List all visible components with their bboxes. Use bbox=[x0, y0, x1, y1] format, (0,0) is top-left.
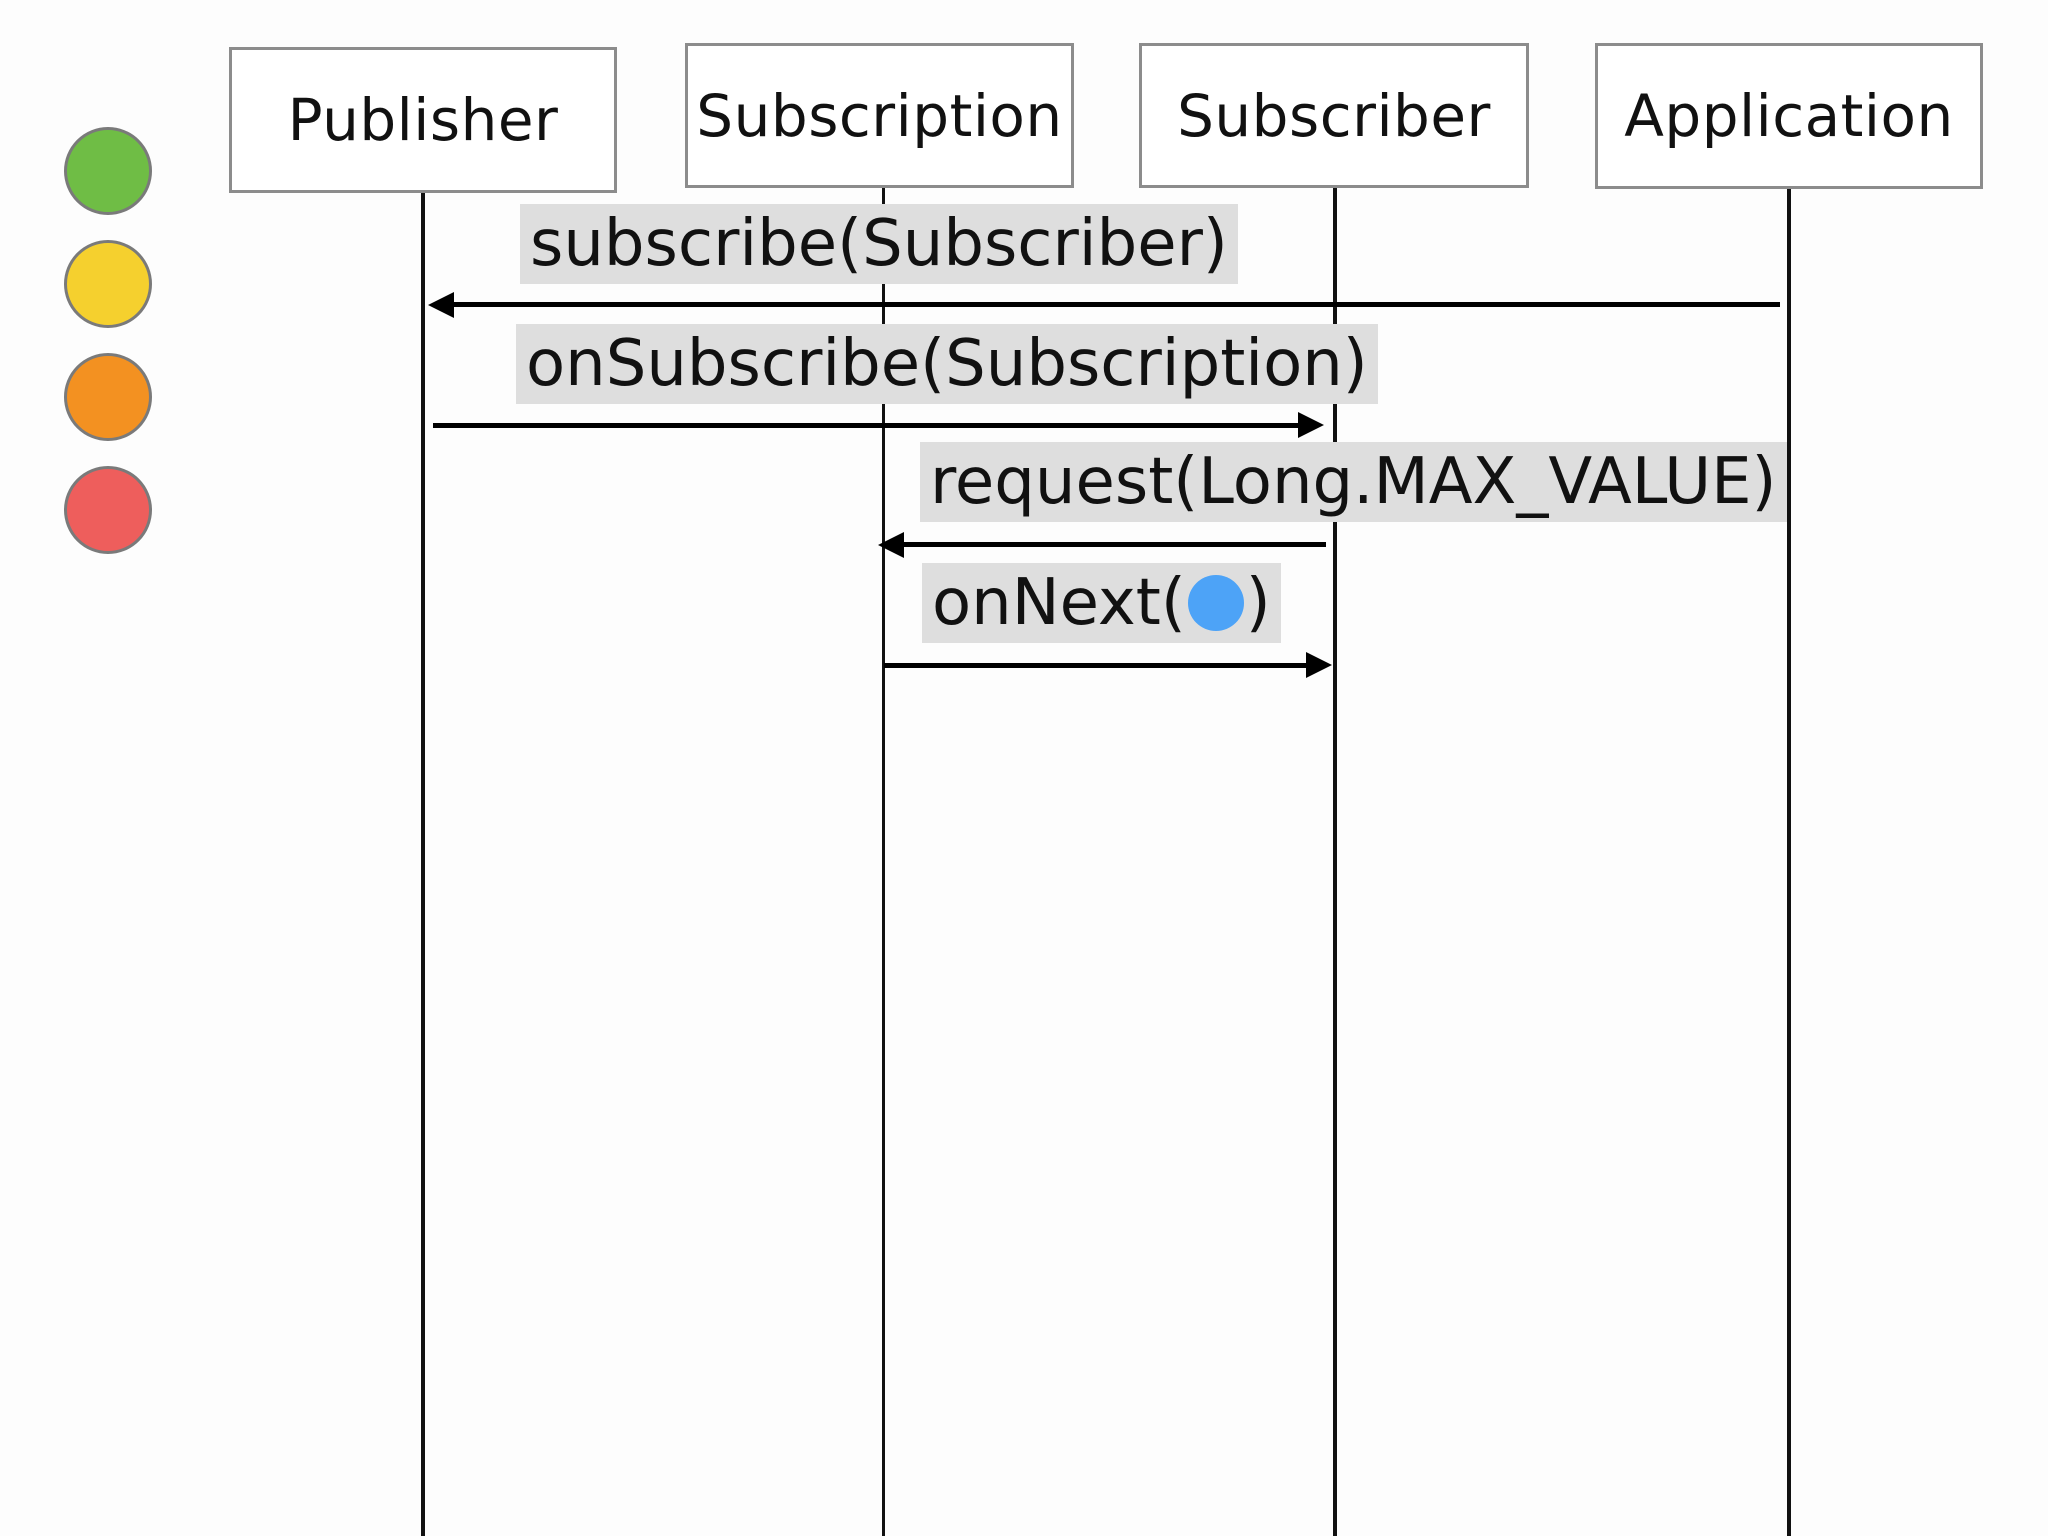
message-arrow-onnext bbox=[884, 663, 1320, 668]
subscriber-lifeline bbox=[1333, 188, 1337, 1536]
message-label-subscribe: subscribe(Subscriber) bbox=[520, 204, 1238, 284]
message-label-request: request(Long.MAX_VALUE) bbox=[920, 442, 1787, 522]
participant-label: Application bbox=[1624, 82, 1954, 150]
yellow-status-dot-icon bbox=[64, 240, 152, 328]
application-lifeline bbox=[1787, 188, 1791, 1536]
message-arrow-request bbox=[902, 542, 1326, 547]
blue-item-dot-icon bbox=[1187, 575, 1244, 631]
publisher-lifeline bbox=[421, 192, 425, 1536]
participant-publisher: Publisher bbox=[229, 47, 617, 193]
orange-status-dot-icon bbox=[64, 353, 152, 441]
arrow-head-left-icon bbox=[878, 532, 904, 558]
participant-subscriber: Subscriber bbox=[1139, 43, 1529, 188]
green-status-dot-icon bbox=[64, 127, 152, 215]
message-arrow-onsubscribe bbox=[433, 423, 1313, 428]
participant-label: Subscriber bbox=[1177, 81, 1491, 150]
red-status-dot-icon bbox=[64, 466, 152, 554]
message-arrow-subscribe bbox=[450, 302, 1780, 307]
participant-label: Subscription bbox=[696, 81, 1063, 150]
onnext-suffix: ) bbox=[1245, 566, 1271, 640]
participant-label: Publisher bbox=[287, 86, 559, 154]
message-label-onnext: onNext( ) bbox=[922, 563, 1281, 643]
participant-subscription: Subscription bbox=[685, 43, 1074, 188]
arrow-head-left-icon bbox=[428, 292, 454, 318]
subscription-lifeline bbox=[882, 188, 885, 1536]
arrow-head-right-icon bbox=[1298, 412, 1324, 438]
arrow-head-right-icon bbox=[1306, 652, 1332, 678]
onnext-prefix: onNext( bbox=[932, 566, 1186, 640]
message-label-onsubscribe: onSubscribe(Subscription) bbox=[516, 324, 1378, 404]
participant-application: Application bbox=[1595, 43, 1983, 189]
